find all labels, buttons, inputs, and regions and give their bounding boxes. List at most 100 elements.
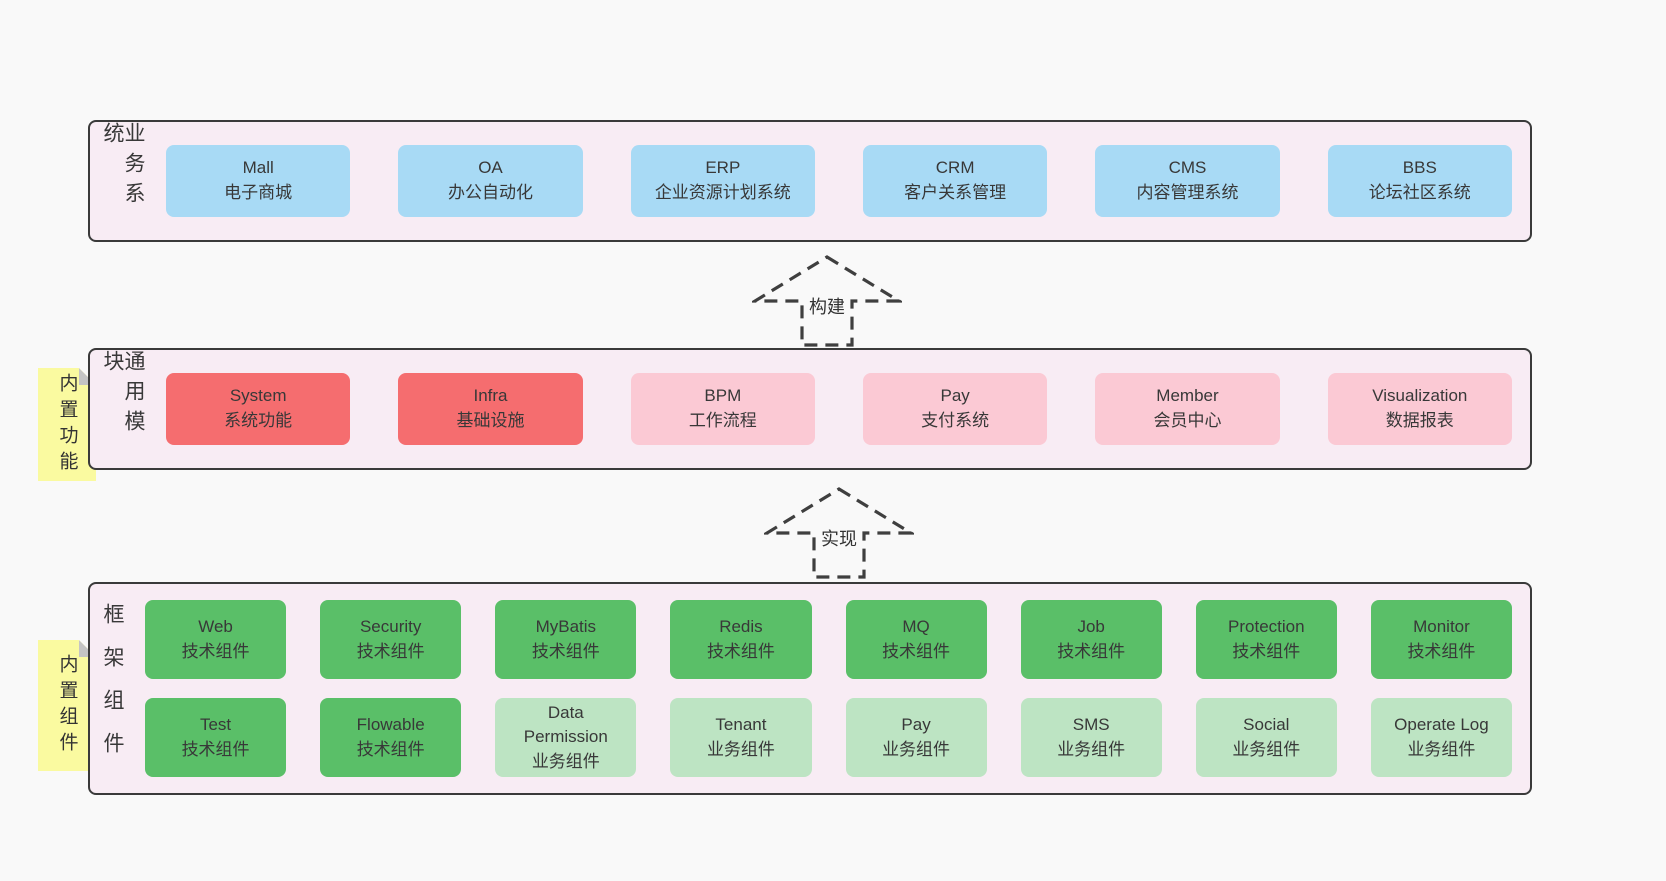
box-title: Operate Log xyxy=(1394,714,1489,734)
box-flowable: Flowable 技术组件 xyxy=(320,698,462,777)
box-title: Web xyxy=(198,616,233,636)
box-title: Security xyxy=(359,616,422,636)
box-subtitle: 业务组件 xyxy=(882,739,951,759)
box-title: Job xyxy=(1077,616,1105,636)
box-title: Pay xyxy=(901,714,931,734)
box-infra: Infra 基础设施 xyxy=(398,373,583,445)
box-pay: Pay 支付系统 xyxy=(862,373,1048,445)
box-social: Social 业务组件 xyxy=(1195,698,1337,777)
layer-label-business-systems: 业务系统 xyxy=(101,122,145,212)
box-pay-business: Pay 业务组件 xyxy=(845,698,987,777)
box-data-permission: Data Permission 业务组件 xyxy=(495,698,637,777)
box-title: MyBatis xyxy=(535,616,597,636)
box-title: Protection xyxy=(1228,616,1305,636)
box-subtitle: 工作流程 xyxy=(688,411,757,430)
box-cms: CMS 内容管理系统 xyxy=(1095,145,1280,217)
box-test: Test 技术组件 xyxy=(145,698,287,777)
box-subtitle: 支付系统 xyxy=(921,411,990,430)
box-title: BBS xyxy=(1402,158,1437,178)
box-job: Job 技术组件 xyxy=(1020,600,1162,679)
box-subtitle: 论坛社区系统 xyxy=(1368,183,1471,202)
box-subtitle: 会员中心 xyxy=(1153,411,1222,430)
box-monitor: Monitor 技术组件 xyxy=(1370,600,1512,679)
box-subtitle: 技术组件 xyxy=(1407,641,1476,661)
box-system: System 系统功能 xyxy=(166,373,351,445)
box-title: Tenant xyxy=(715,714,767,734)
box-title: Data Permission xyxy=(523,702,608,747)
box-protection: Protection 技术组件 xyxy=(1195,600,1337,679)
box-web: Web 技术组件 xyxy=(145,600,287,679)
box-oa: OA 办公自动化 xyxy=(398,145,583,217)
box-subtitle: 技术组件 xyxy=(1057,641,1126,661)
box-title: SMS xyxy=(1072,714,1110,734)
box-title: CRM xyxy=(935,158,975,178)
box-security: Security 技术组件 xyxy=(320,600,462,679)
box-title: CMS xyxy=(1168,158,1207,178)
box-subtitle: 技术组件 xyxy=(356,641,425,661)
box-title: Member xyxy=(1156,386,1219,406)
arrow-implement-up: 实现 xyxy=(764,486,914,580)
box-subtitle: 企业资源计划系统 xyxy=(654,183,791,202)
box-redis: Redis 技术组件 xyxy=(670,600,812,679)
box-mq: MQ 技术组件 xyxy=(845,600,987,679)
note-text: 内置组件 xyxy=(56,653,78,758)
framework-components-rows: Web 技术组件 Security 技术组件 MyBatis 技术组件 Redi… xyxy=(123,600,1530,777)
box-title: Social xyxy=(1243,714,1290,734)
box-subtitle: 办公自动化 xyxy=(447,183,533,202)
box-tenant: Tenant 业务组件 xyxy=(670,698,812,777)
box-subtitle: 电子商城 xyxy=(224,183,293,202)
arrow-build-label: 构建 xyxy=(805,292,849,320)
layer-label-framework-components: 框架组件 xyxy=(101,602,124,775)
box-subtitle: 内容管理系统 xyxy=(1136,183,1239,202)
box-subtitle: 业务组件 xyxy=(706,739,775,759)
box-subtitle: 技术组件 xyxy=(181,641,250,661)
box-subtitle: 技术组件 xyxy=(181,739,250,759)
layer-business-systems: 业务系统 Mall 电子商城 OA 办公自动化 ERP 企业资源计划系统 CRM… xyxy=(88,120,1532,242)
box-visualization: Visualization 数据报表 xyxy=(1327,373,1512,445)
box-sms: SMS 业务组件 xyxy=(1020,698,1162,777)
box-title: ERP xyxy=(705,158,741,178)
box-title: Flowable xyxy=(356,714,425,734)
box-mybatis: MyBatis 技术组件 xyxy=(495,600,637,679)
box-title: Test xyxy=(199,714,232,734)
box-title: Mall xyxy=(242,158,274,178)
layer-common-modules: 通用模块 System 系统功能 Infra 基础设施 BPM 工作流程 Pay… xyxy=(88,348,1532,470)
box-subtitle: 数据报表 xyxy=(1385,411,1454,430)
business-systems-boxes: Mall 电子商城 OA 办公自动化 ERP 企业资源计划系统 CRM 客户关系… xyxy=(144,145,1530,217)
common-modules-boxes: System 系统功能 Infra 基础设施 BPM 工作流程 Pay 支付系统… xyxy=(144,373,1530,445)
box-member: Member 会员中心 xyxy=(1095,373,1280,445)
box-erp: ERP 企业资源计划系统 xyxy=(630,145,815,217)
box-title: Monitor xyxy=(1413,616,1470,636)
box-subtitle: 业务组件 xyxy=(531,751,600,771)
arrow-build-up: 构建 xyxy=(752,254,902,348)
layer-label-common-modules: 通用模块 xyxy=(101,350,145,440)
arrow-implement-label: 实现 xyxy=(817,524,861,552)
box-operate-log: Operate Log 业务组件 xyxy=(1370,698,1512,777)
box-title: OA xyxy=(478,158,503,178)
box-subtitle: 系统功能 xyxy=(224,411,293,430)
box-bpm: BPM 工作流程 xyxy=(630,373,815,445)
box-title: Infra xyxy=(473,386,508,406)
box-subtitle: 业务组件 xyxy=(1057,739,1126,759)
box-subtitle: 业务组件 xyxy=(1232,739,1301,759)
box-subtitle: 技术组件 xyxy=(356,739,425,759)
box-title: Redis xyxy=(719,616,763,636)
note-text: 内置功能 xyxy=(56,372,78,477)
layer-framework-components: 框架组件 Web 技术组件 Security 技术组件 MyBatis 技术组件… xyxy=(88,582,1532,795)
box-subtitle: 技术组件 xyxy=(882,641,951,661)
sticky-note-built-in-features: 内置功能 xyxy=(38,368,96,481)
box-subtitle: 技术组件 xyxy=(1232,641,1301,661)
box-subtitle: 业务组件 xyxy=(1407,739,1476,759)
box-bbs: BBS 论坛社区系统 xyxy=(1327,145,1512,217)
box-title: MQ xyxy=(902,616,930,636)
box-crm: CRM 客户关系管理 xyxy=(862,145,1048,217)
box-title: System xyxy=(229,386,287,406)
framework-components-row-2: Test 技术组件 Flowable 技术组件 Data Permission … xyxy=(145,698,1512,777)
box-subtitle: 基础设施 xyxy=(456,411,525,430)
box-subtitle: 技术组件 xyxy=(531,641,600,661)
box-title: Visualization xyxy=(1372,386,1468,406)
box-title: BPM xyxy=(704,386,742,406)
box-subtitle: 技术组件 xyxy=(706,641,775,661)
box-mall: Mall 电子商城 xyxy=(166,145,351,217)
box-subtitle: 客户关系管理 xyxy=(904,183,1007,202)
